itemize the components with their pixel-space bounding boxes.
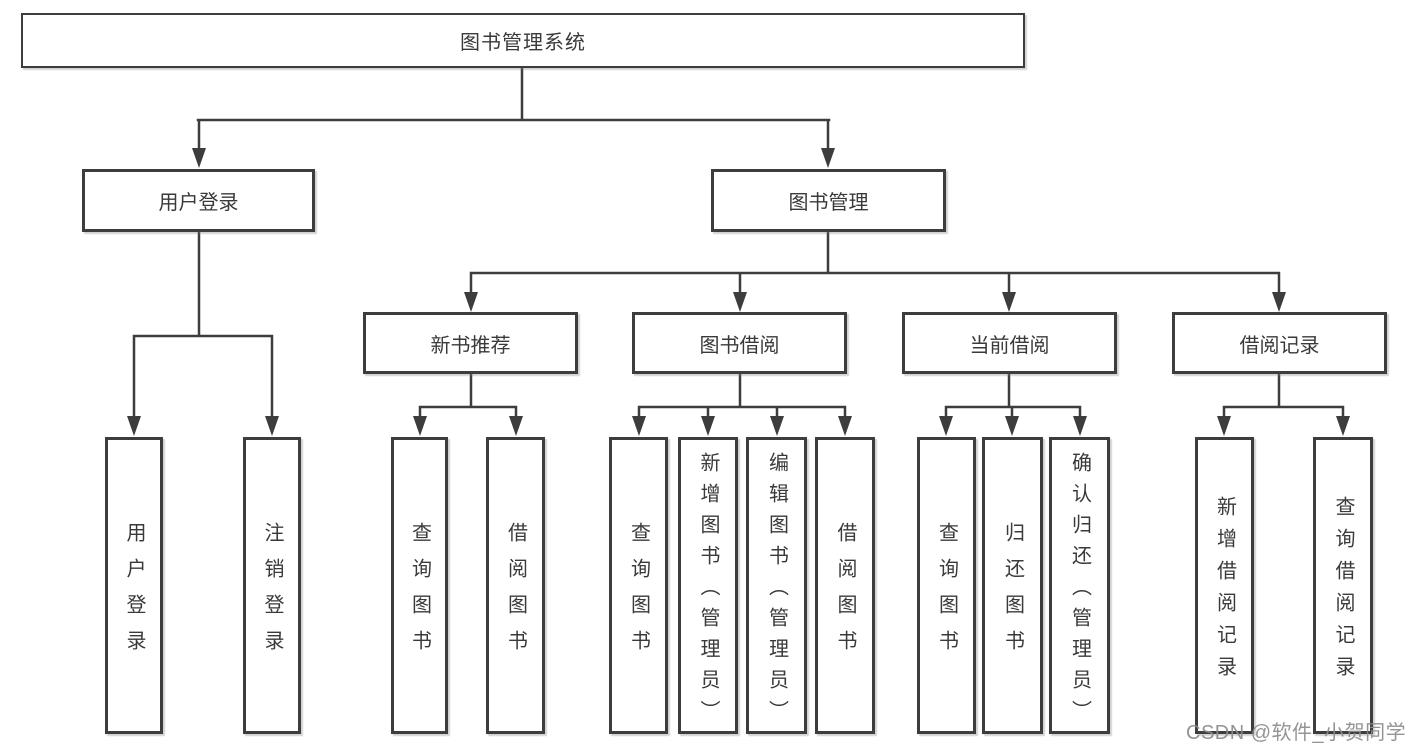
leaf-borrow-edit-books-admin: 编辑图书（管理员） xyxy=(746,437,807,734)
leaf-current-confirm-return-admin: 确认归还（管理员） xyxy=(1049,437,1110,734)
leaf-current-query-books-label: 查询图书 xyxy=(935,521,958,666)
leaf-user-login: 用户登录 xyxy=(105,437,163,734)
leaf-current-confirm-return-admin-label: 确认归还（管理员） xyxy=(1068,451,1091,731)
node-system-title-label: 图书管理系统 xyxy=(460,32,586,54)
leaf-borrow-borrow-books: 借阅图书 xyxy=(815,437,875,734)
leaf-user-login-label: 用户登录 xyxy=(123,521,145,666)
node-book-management-label: 图书管理 xyxy=(788,192,869,214)
leaf-recommend-query-books-label: 查询图书 xyxy=(408,521,431,666)
connector-arrowheads xyxy=(127,148,1350,436)
leaf-borrow-borrow-books-label: 借阅图书 xyxy=(834,521,856,666)
node-system-title: 图书管理系统 xyxy=(21,13,1025,68)
leaf-current-query-books: 查询图书 xyxy=(917,437,976,734)
connector-stems xyxy=(132,65,1345,422)
leaf-borrow-query-books-label: 查询图书 xyxy=(627,521,650,666)
leaf-borrow-edit-books-admin-label: 编辑图书（管理员） xyxy=(765,451,788,731)
node-book-borrow-label: 图书借阅 xyxy=(699,334,780,357)
leaf-recommend-query-books: 查询图书 xyxy=(391,437,448,734)
node-user-login: 用户登录 xyxy=(82,169,315,232)
leaf-borrow-query-books: 查询图书 xyxy=(609,437,668,734)
node-borrow-records: 借阅记录 xyxy=(1172,312,1387,374)
leaf-records-add-record-label: 新增借阅记录 xyxy=(1213,495,1236,688)
leaf-records-query-record: 查询借阅记录 xyxy=(1313,437,1373,734)
node-new-book-recommend: 新书推荐 xyxy=(363,312,578,374)
leaf-borrow-add-books-admin-label: 新增图书（管理员） xyxy=(697,451,719,731)
node-book-management: 图书管理 xyxy=(711,169,946,232)
node-current-borrow-label: 当前借阅 xyxy=(969,334,1050,357)
node-user-login-label: 用户登录 xyxy=(158,192,239,214)
node-borrow-records-label: 借阅记录 xyxy=(1239,334,1320,357)
leaf-recommend-borrow-books: 借阅图书 xyxy=(486,437,545,734)
leaf-recommend-borrow-books-label: 借阅图书 xyxy=(504,521,527,666)
leaf-records-query-record-label: 查询借阅记录 xyxy=(1332,495,1354,688)
node-new-book-recommend-label: 新书推荐 xyxy=(430,334,511,357)
node-book-borrow: 图书借阅 xyxy=(632,312,847,374)
leaf-borrow-add-books-admin: 新增图书（管理员） xyxy=(678,437,738,734)
leaf-logout-label: 注销登录 xyxy=(261,521,283,666)
leaf-records-add-record: 新增借阅记录 xyxy=(1195,437,1254,734)
leaf-current-return-books-label: 归还图书 xyxy=(1001,521,1024,666)
leaf-current-return-books: 归还图书 xyxy=(982,437,1043,734)
csdn-watermark: CSDN @软件_小贺同学 xyxy=(1186,722,1405,744)
node-current-borrow: 当前借阅 xyxy=(902,312,1117,374)
leaf-logout: 注销登录 xyxy=(243,437,301,734)
